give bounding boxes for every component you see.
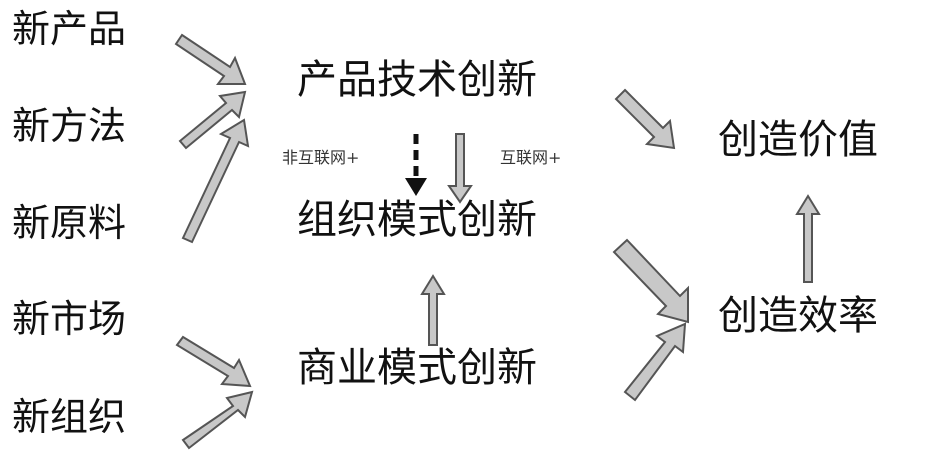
arrow-material-to-tech [181,118,250,244]
arrow-org-to-efficiency [612,238,689,324]
outcome-create-efficiency: 创造效率 [718,293,878,339]
source-new-market: 新市场 [12,297,127,341]
org-model-innovation: 组织模式创新 [297,197,537,243]
arrow-internet-down [447,133,473,204]
arrow-method-to-tech [178,90,247,150]
source-new-method: 新方法 [12,104,127,148]
arrow-tech-to-value [614,88,676,150]
arrow-business-to-efficiency [623,322,687,402]
business-model-innovation: 商业模式创新 [297,345,537,391]
arrow-business-to-org [420,274,446,346]
arrow-organization-to-business [181,390,254,450]
arrow-efficiency-to-value [795,194,821,283]
arrow-non-internet-down [405,134,427,196]
non-internet-label: 非互联网+ [282,148,360,167]
source-new-organization: 新组织 [12,395,127,439]
source-new-product: 新产品 [12,7,127,51]
source-new-material: 新原料 [12,201,127,245]
outcome-create-value: 创造价值 [718,117,878,163]
product-tech-innovation: 产品技术创新 [297,57,537,103]
arrow-market-to-business [175,335,252,388]
arrow-product-to-tech [174,33,247,85]
internet-label: 互联网+ [500,148,562,167]
